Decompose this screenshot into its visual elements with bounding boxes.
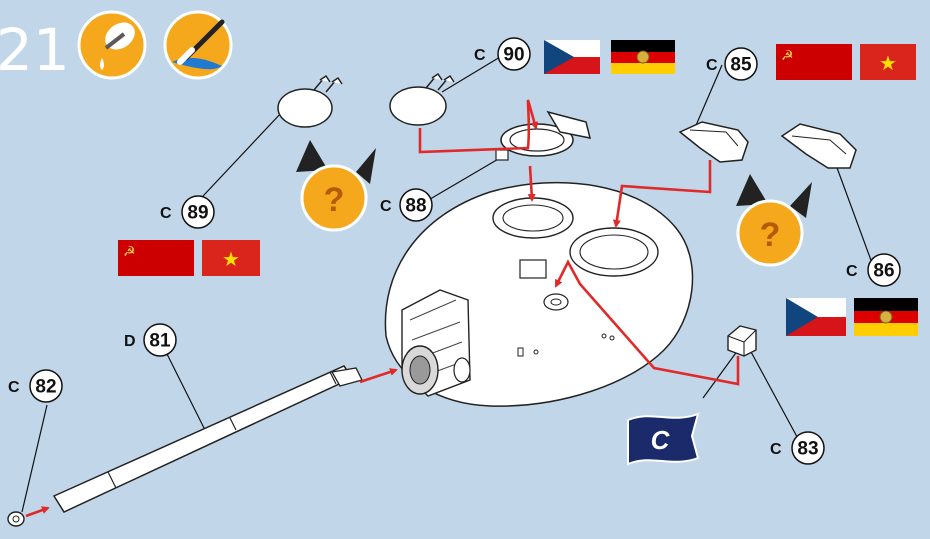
svg-text:★: ★ (879, 51, 897, 75)
part-86-hatch (780, 123, 857, 169)
part-callout-83: C 83 (770, 431, 825, 465)
part-callout-85: C 85 (706, 47, 758, 81)
step-number: 21 (0, 16, 70, 84)
sprue-letter: C (8, 379, 20, 396)
question-mark-icon-left: ? (296, 140, 376, 232)
sprue-letter: C (380, 198, 392, 215)
part-callout-90: C 90 (474, 37, 531, 71)
svg-text:☭: ☭ (123, 244, 136, 260)
part-82-muzzle-ring (7, 511, 25, 527)
sprue-letter: C (846, 263, 858, 280)
part-83-fitting (727, 325, 757, 357)
part-number: 85 (730, 55, 752, 76)
part-callout-86: C 86 (846, 253, 901, 287)
part-number: 88 (405, 196, 426, 217)
part-number: 83 (797, 439, 818, 460)
east-germany-flag (611, 40, 675, 74)
part-number: 86 (873, 261, 894, 282)
sprue-flag-letter: C (651, 425, 671, 455)
part-81-gun-barrel (52, 365, 363, 513)
vietnam-flag: ★ (860, 44, 916, 80)
svg-text:★: ★ (222, 247, 240, 271)
question-mark-text: ? (760, 216, 781, 254)
question-mark-text: ? (324, 181, 345, 219)
part-callout-88: C 88 (380, 188, 433, 222)
sprue-letter: C (474, 47, 486, 64)
sprue-letter: D (124, 333, 136, 350)
sprue-letter: C (770, 441, 782, 458)
glue-drop-icon (77, 10, 147, 80)
leader-lines (21, 53, 873, 513)
sprue-letter: C (706, 57, 718, 74)
sprue-c-flag-icon: C (627, 412, 700, 466)
part-callout-82: C 82 (8, 369, 63, 403)
soviet-union-flag: ☭ (776, 44, 852, 80)
part-89-periscope-lens (277, 74, 343, 128)
paint-brush-icon (163, 10, 233, 80)
czechoslovakia-flag (544, 40, 600, 74)
part-85-hatch (678, 121, 749, 163)
turret-body (384, 181, 694, 407)
question-mark-icon-right: ? (736, 174, 812, 267)
part-88-cupola-ring (495, 110, 592, 161)
part-number: 89 (187, 203, 208, 224)
assembly-arrows (25, 99, 740, 518)
vietnam-flag: ★ (202, 240, 260, 276)
part-number: 90 (503, 45, 524, 66)
czechoslovakia-flag (786, 298, 846, 336)
soviet-union-flag: ☭ (118, 240, 194, 276)
part-number: 82 (35, 377, 56, 398)
sprue-letter: C (160, 205, 172, 222)
svg-text:☭: ☭ (781, 48, 794, 64)
part-callout-81: D 81 (124, 323, 177, 357)
part-callout-89: C 89 (160, 195, 215, 229)
part-90-periscope-lens (389, 72, 455, 126)
east-germany-flag (854, 298, 918, 336)
part-number: 81 (149, 331, 171, 352)
